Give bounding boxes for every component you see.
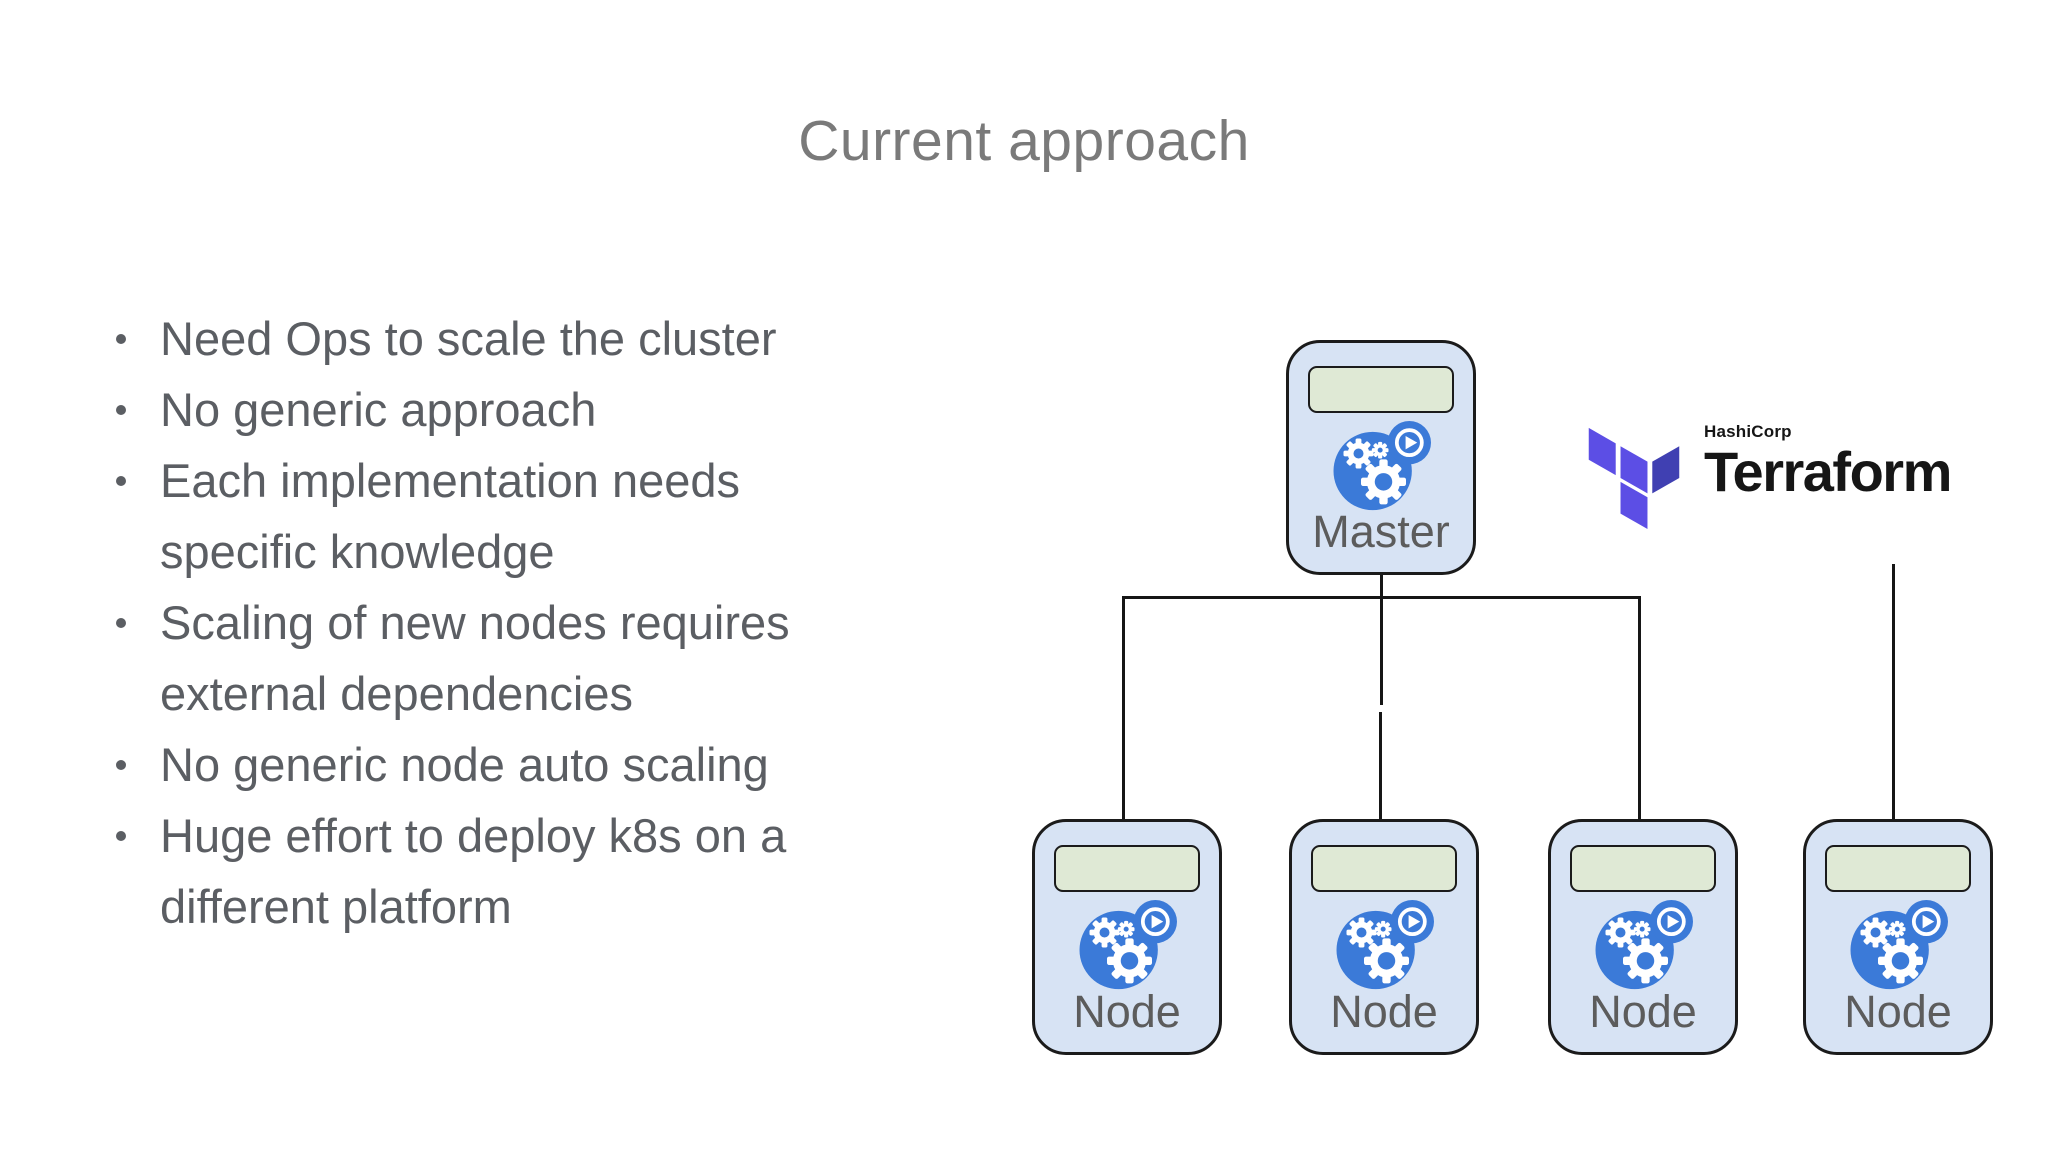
bullet-list: Need Ops to scale the cluster No generic… [112, 303, 882, 942]
connector-node2-drop [1379, 712, 1382, 822]
automation-gears-play-icon [1331, 419, 1431, 513]
device-screen [1054, 845, 1200, 892]
device-screen [1570, 845, 1716, 892]
node-label: Node [1073, 986, 1181, 1037]
bullet-item: No generic approach [112, 374, 882, 445]
node-label: Node [1844, 986, 1952, 1037]
connector-master-drop [1380, 574, 1383, 705]
connector-terraform-node4-drop [1892, 564, 1895, 822]
automation-gears-play-icon [1593, 898, 1693, 992]
device-screen [1825, 845, 1971, 892]
page-title: Current approach [798, 109, 1250, 173]
node-label: Node [1589, 986, 1697, 1037]
terraform-wordmark-group: HashiCorp Terraform [1704, 422, 1952, 503]
automation-gears-play-icon [1848, 898, 1948, 992]
connector-node1-drop [1122, 596, 1125, 822]
terraform-logo: HashiCorp Terraform [1586, 422, 1952, 530]
device-screen [1308, 366, 1454, 413]
bullet-item: Scaling of new nodes requires external d… [112, 587, 882, 729]
node-box-1: Node [1032, 819, 1222, 1055]
bullet-item: Each implementation needs specific knowl… [112, 445, 882, 587]
master-label: Master [1312, 506, 1450, 557]
connector-node3-drop [1638, 596, 1641, 822]
automation-gears-play-icon [1334, 898, 1434, 992]
node-label: Node [1330, 986, 1438, 1037]
bullet-item: No generic node auto scaling [112, 729, 882, 800]
terraform-wordmark: Terraform [1704, 440, 1952, 503]
master-node-box: Master [1286, 340, 1476, 575]
device-screen [1311, 845, 1457, 892]
bullet-item: Need Ops to scale the cluster [112, 303, 882, 374]
terraform-mark-icon [1588, 427, 1680, 530]
hashicorp-wordmark: HashiCorp [1704, 422, 1792, 441]
bullet-item: Huge effort to deploy k8s on a different… [112, 800, 882, 942]
node-box-3: Node [1548, 819, 1738, 1055]
connector-h-bar [1122, 596, 1641, 599]
automation-gears-play-icon [1077, 898, 1177, 992]
node-box-2: Node [1289, 819, 1479, 1055]
node-box-4: Node [1803, 819, 1993, 1055]
